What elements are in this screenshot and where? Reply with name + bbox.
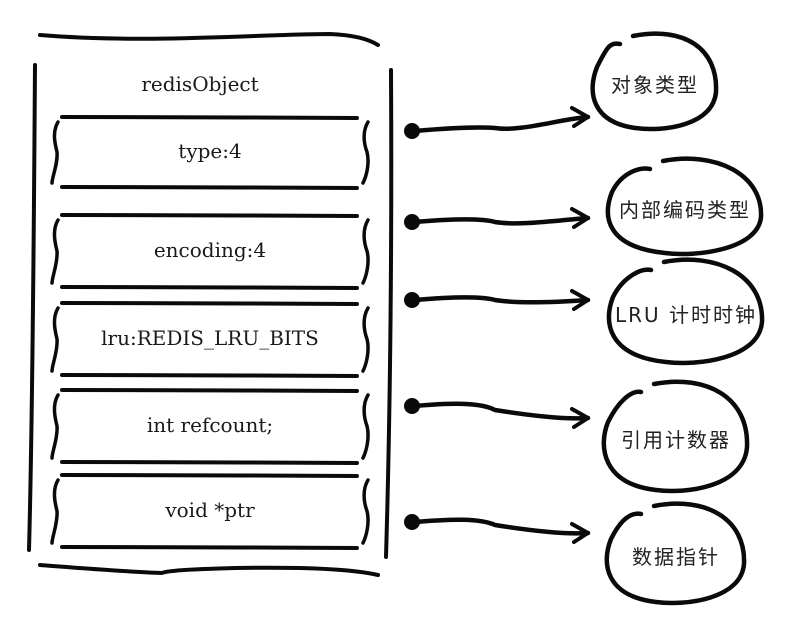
field-label: encoding:4 bbox=[153, 238, 267, 262]
description-bubble-3 bbox=[601, 379, 750, 494]
field-label: int refcount; bbox=[146, 413, 274, 437]
arrow-origin-dot bbox=[404, 514, 420, 530]
field-box-1 bbox=[50, 213, 370, 290]
field-box-0 bbox=[50, 115, 370, 190]
field-label: type:4 bbox=[178, 139, 242, 163]
description-bubble-2 bbox=[606, 257, 765, 366]
pointer-arrow-3 bbox=[404, 398, 591, 429]
description-bubble-0 bbox=[590, 31, 719, 132]
description-bubble-1 bbox=[605, 156, 764, 257]
arrow-origin-dot bbox=[404, 292, 420, 308]
description-label: 数据指针 bbox=[632, 545, 720, 569]
pointer-arrow-0 bbox=[404, 106, 591, 139]
struct-box-outline bbox=[27, 32, 394, 577]
arrow-origin-dot bbox=[404, 123, 420, 139]
pointer-arrow-1 bbox=[404, 207, 591, 230]
description-label: 引用计数器 bbox=[621, 428, 731, 452]
pointer-arrow-4 bbox=[404, 514, 591, 544]
pointer-arrow-2 bbox=[404, 289, 591, 311]
field-box-2 bbox=[50, 301, 370, 378]
field-label: void *ptr bbox=[165, 498, 255, 522]
description-label: 对象类型 bbox=[611, 73, 699, 97]
description-bubble-4 bbox=[604, 501, 747, 606]
field-box-3 bbox=[50, 388, 370, 465]
arrow-origin-dot bbox=[404, 398, 420, 414]
struct-title: redisObject bbox=[141, 72, 259, 96]
field-label: lru:REDIS_LRU_BITS bbox=[101, 326, 319, 350]
arrow-origin-dot bbox=[404, 214, 420, 230]
field-box-4 bbox=[50, 473, 370, 550]
description-label: 内部编码类型 bbox=[619, 198, 751, 222]
description-label: LRU 计时时钟 bbox=[614, 303, 758, 327]
